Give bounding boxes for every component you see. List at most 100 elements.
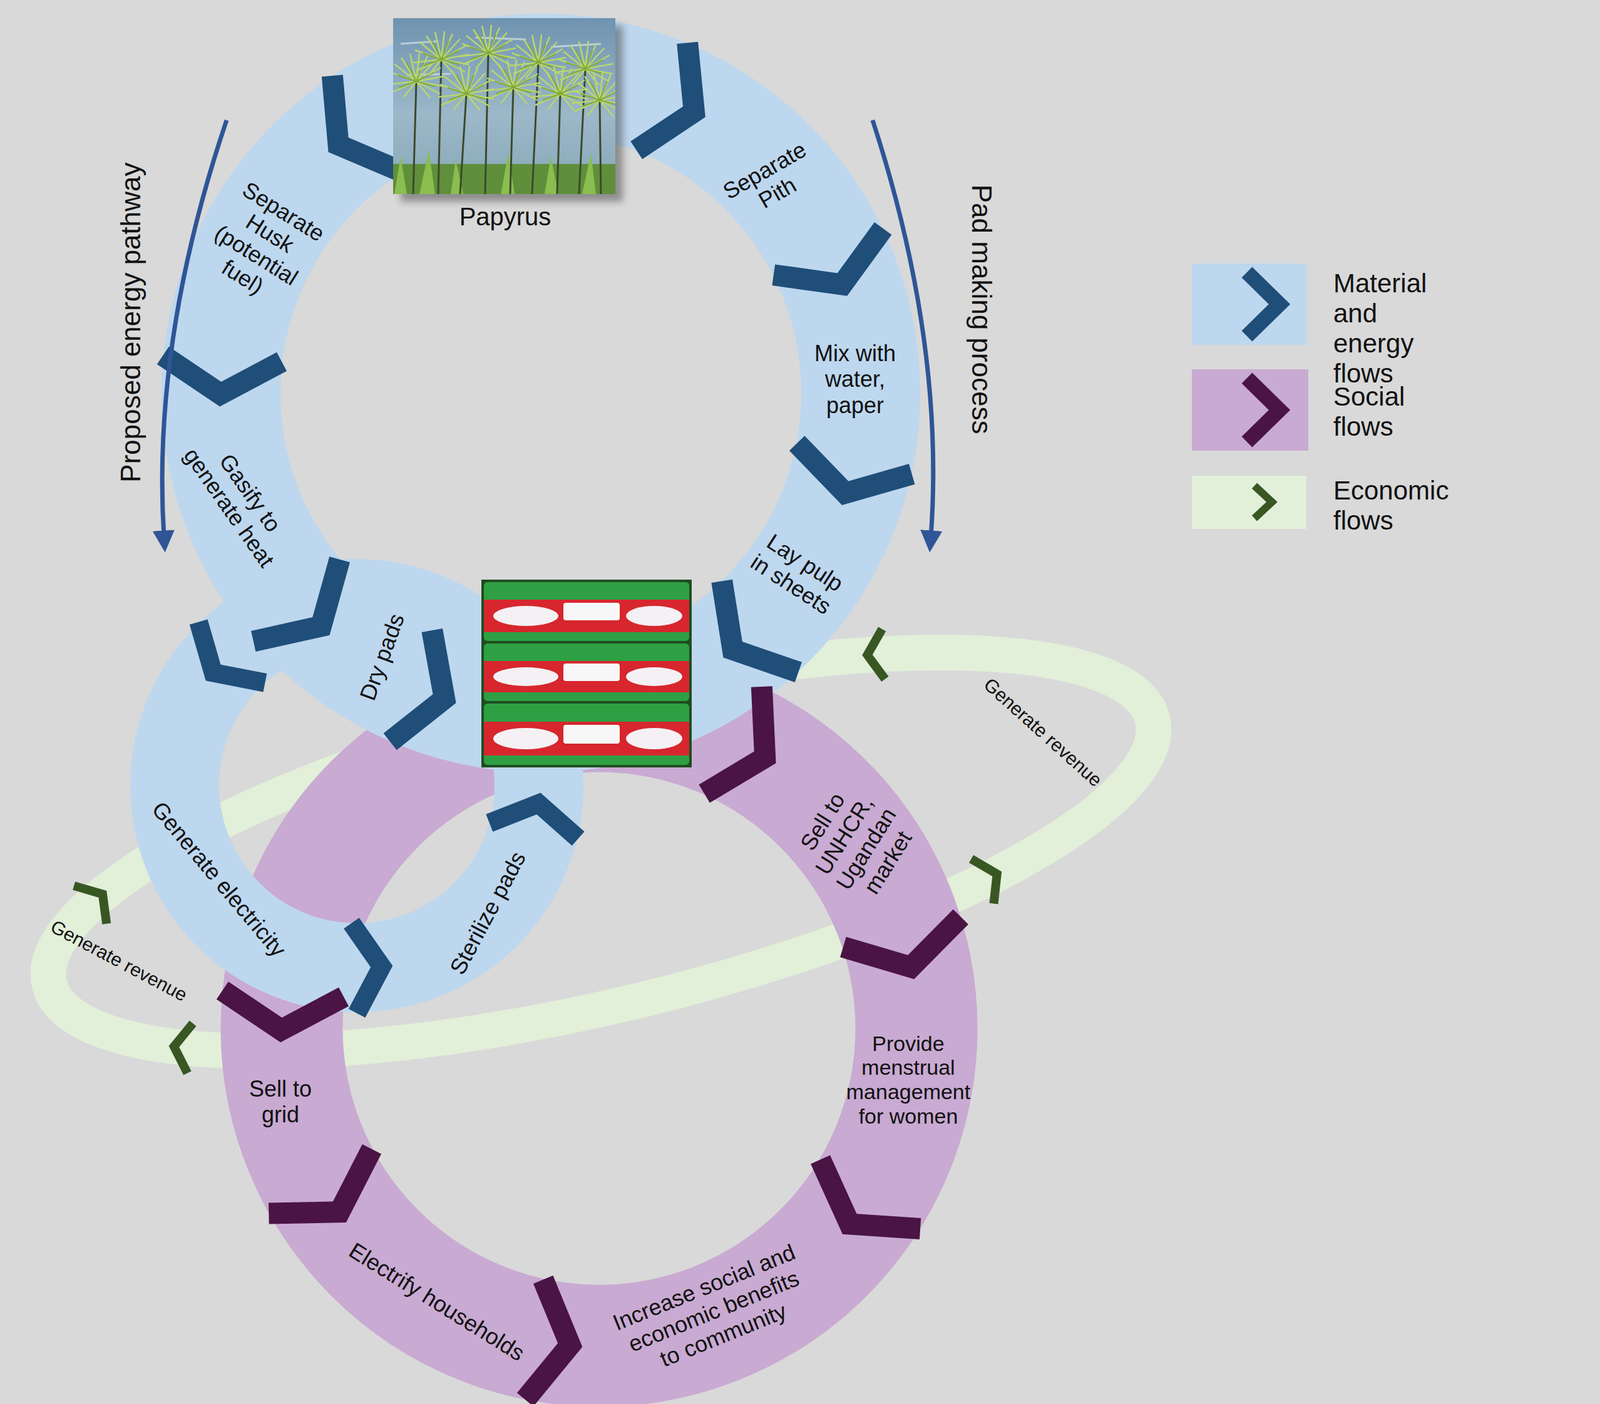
grass-blades <box>394 150 596 195</box>
material-ring <box>220 73 861 713</box>
flow-step: Increase social and economic benefits to… <box>606 1238 822 1385</box>
step-text: Generate revenue <box>46 915 191 1006</box>
flow-step: Generate revenue <box>46 915 191 1006</box>
package-label <box>563 724 620 744</box>
legend-chevron-layer <box>1191 369 1309 451</box>
pad-shape <box>493 605 559 626</box>
papyrus-umbel <box>438 65 494 111</box>
photo-background <box>481 579 692 768</box>
package-label <box>563 602 620 621</box>
step-text: Gasify to generate heat <box>174 421 307 580</box>
flow-step: Sell to grid <box>239 1076 322 1128</box>
legend-swatch <box>1191 263 1307 345</box>
flow-connector <box>332 75 403 173</box>
flow-step: Provide menstrual management for women <box>836 1031 981 1129</box>
pad-shape <box>625 667 683 687</box>
package-band <box>483 599 690 633</box>
flow-chevron <box>971 858 998 904</box>
flow-connector <box>636 42 695 151</box>
pads-photo <box>481 579 692 768</box>
flow-chevron <box>198 622 265 683</box>
flow-chevron <box>843 917 961 968</box>
pad-package <box>483 703 690 765</box>
flow-connector <box>268 1149 372 1214</box>
pathway-label: Proposed energy pathway <box>115 162 147 483</box>
step-text: Separate Husk (potential fuel) <box>184 168 342 321</box>
step-text: Provide menstrual management for women <box>836 1031 981 1129</box>
step-text: Dry pads <box>354 610 410 704</box>
legend-chevron <box>1246 272 1280 337</box>
flow-connector <box>198 622 265 683</box>
flow-chevron <box>162 355 282 395</box>
step-text: Papyrus <box>459 202 552 232</box>
flow-connector <box>351 923 382 1014</box>
step-text: Generate electricity <box>147 796 292 963</box>
flow-chevron <box>332 75 403 173</box>
papyrus-photo <box>393 18 616 195</box>
pad-shape <box>493 728 559 750</box>
pathway-label: Pad making process <box>965 184 998 435</box>
legend-chevron-layer <box>1191 263 1307 345</box>
flow-connector <box>820 1159 921 1229</box>
papyrus-umbel <box>557 40 613 86</box>
step-text: Sterilize pads <box>444 847 531 980</box>
pad-shape <box>625 728 683 750</box>
flow-step: Dry pads <box>354 610 410 704</box>
pad-package <box>483 582 690 642</box>
flow-connector <box>162 355 282 395</box>
legend-swatch <box>1191 369 1309 451</box>
legend-chevron-layer <box>1191 475 1307 529</box>
flow-step: Separate Husk (potential fuel) <box>184 168 342 321</box>
package-label <box>563 663 620 682</box>
legend-chevron <box>1246 378 1280 442</box>
flow-chevron <box>525 1279 571 1400</box>
flow-chevron <box>796 443 913 494</box>
legend-chevron <box>1254 485 1272 519</box>
flow-step: Sell to UNHCR, Ugandan market <box>783 769 927 914</box>
flow-chevron <box>773 228 884 285</box>
pad-package <box>483 643 690 702</box>
legend-text: Social flows <box>1333 381 1405 442</box>
legend-text: Economic flows <box>1333 475 1449 536</box>
pad-shape <box>493 667 559 687</box>
water-background <box>393 18 616 195</box>
step-text: Electrify households <box>344 1237 530 1367</box>
flow-connector <box>843 917 961 968</box>
flow-chevron <box>867 629 886 680</box>
flow-connector <box>773 228 884 285</box>
flow-connector <box>525 1279 571 1400</box>
package-band <box>483 721 690 756</box>
flow-chevron <box>222 990 344 1030</box>
flow-chevron <box>489 803 579 839</box>
flow-chevron <box>268 1149 372 1214</box>
legend-text: Material and energy flows <box>1333 268 1427 389</box>
flow-connector <box>489 803 579 839</box>
legend-swatch <box>1191 475 1307 529</box>
step-text: Increase social and economic benefits to… <box>606 1238 822 1385</box>
flow-connector <box>796 443 913 494</box>
step-text: Mix with water, paper <box>801 340 909 418</box>
pathway-arrow <box>872 120 934 538</box>
pad-shape <box>625 605 683 626</box>
papyrus-umbel <box>571 71 616 117</box>
step-text: Sell to grid <box>239 1076 322 1128</box>
flow-step: Sterilize pads <box>444 847 531 980</box>
flow-chevron <box>820 1159 921 1229</box>
flow-step: Separate Pith <box>710 132 832 232</box>
step-text: Lay pulp in sheets <box>742 524 855 623</box>
flow-step: Lay pulp in sheets <box>742 524 855 623</box>
flow-step: Electrify households <box>344 1237 530 1367</box>
step-text: Sell to UNHCR, Ugandan market <box>783 769 927 914</box>
economic-ring <box>13 570 1189 1134</box>
flow-step: Mix with water, paper <box>801 340 909 418</box>
flow-connector <box>389 630 765 794</box>
flow-step: Generate electricity <box>147 796 292 963</box>
step-text: Generate revenue <box>979 673 1107 791</box>
flow-chevron <box>704 686 765 794</box>
flow-chevron <box>636 42 695 151</box>
flow-step: Gasify to generate heat <box>174 421 307 580</box>
flow-step: Generate revenue <box>979 673 1107 791</box>
step-text: Separate Pith <box>710 132 832 232</box>
